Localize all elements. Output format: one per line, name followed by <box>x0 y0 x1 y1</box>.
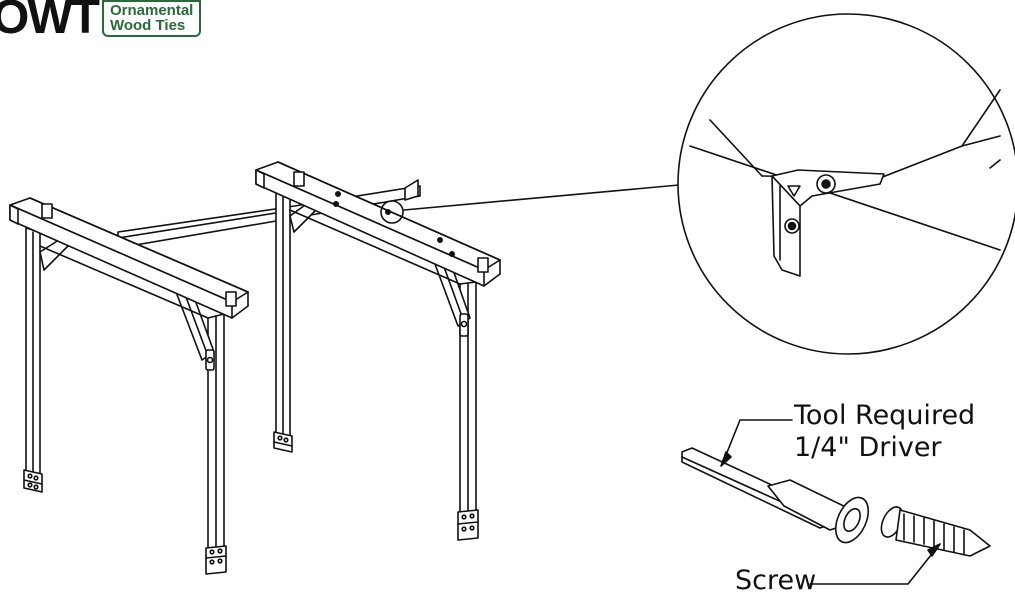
screw-label: Screw <box>735 565 817 596</box>
brand-logo: OWT Ornamental Wood Ties <box>0 0 202 44</box>
logo-mark: OWT <box>0 0 100 44</box>
tool-required-label: Tool Required <box>794 400 976 431</box>
driver-size-label: 1/4" Driver <box>794 432 942 463</box>
screw-drawing <box>809 506 991 585</box>
logo-wordmark-box: Ornamental Wood Ties <box>101 0 202 37</box>
right-frame <box>255 161 501 541</box>
left-frame <box>9 197 249 575</box>
driver-bit-drawing <box>681 419 870 544</box>
detail-magnifier <box>403 13 1015 355</box>
logo-line-1: Ornamental <box>109 2 194 19</box>
logo-line-2: Wood Ties <box>109 17 186 34</box>
